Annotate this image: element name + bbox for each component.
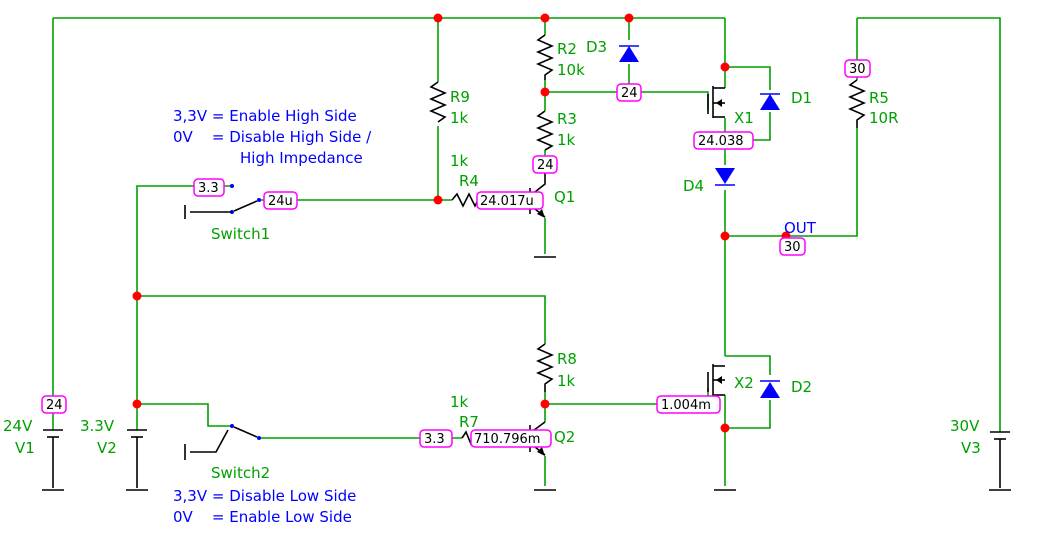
r2-value: 10k [557,61,585,79]
resistor-r9[interactable] [428,81,448,123]
v2-value: 3.3V [80,417,115,435]
r4-value: 1k [450,152,469,170]
probe-tags: 24 24 24 24.038 30 30 3.3 24u [41,59,871,448]
resistor-r2[interactable] [535,34,555,80]
svg-text:710.796m: 710.796m [474,432,540,447]
switch-1[interactable] [184,184,261,219]
d4-name: D4 [683,177,704,195]
probe-v1-top: 24 [41,395,67,414]
probe-switch1-out: 24u [263,191,298,210]
r5-value: 10R [869,109,899,127]
x1-name: X1 [734,109,754,127]
r5-name: R5 [869,89,889,107]
probe-x2-gate: 1.004m [656,395,721,414]
resistor-r8[interactable] [535,343,555,392]
voltage-source-v2[interactable] [127,429,147,488]
svg-text:24: 24 [537,158,554,173]
q1-name: Q1 [554,188,575,206]
diode-d1[interactable] [760,93,780,110]
d2-name: D2 [791,378,812,396]
v1-value: 24V [3,417,33,435]
v3-value: 30V [950,417,980,435]
r9-value: 1k [450,109,469,127]
resistor-r3[interactable] [535,110,555,151]
probe-switch2-out: 3.3 [419,429,453,448]
voltage-source-v1[interactable] [43,429,63,488]
q2-name: Q2 [554,428,575,446]
component-labels: R9 1k R2 10k D3 R3 1k D1 X1 R5 10R 1k R4… [3,38,981,482]
svg-text:30: 30 [784,240,801,255]
r3-value: 1k [557,131,576,149]
note-high-side-2: 0V = Disable High Side / [173,128,372,146]
svg-text:24: 24 [621,86,638,101]
switch1-name: Switch1 [211,225,270,243]
diode-d4[interactable] [715,168,735,186]
probe-q2-base: 710.796m [470,429,552,448]
probe-x1-source: 24.038 [693,131,754,150]
r8-value: 1k [557,372,576,390]
r7-name: R7 [459,413,479,431]
svg-text:24.038: 24.038 [698,134,744,149]
svg-text:24.017u: 24.017u [480,194,534,209]
v3-name: V3 [961,439,981,457]
svg-text:24u: 24u [268,194,293,209]
out-label: OUT [784,219,817,237]
svg-text:3.3: 3.3 [198,181,219,196]
probe-q1-collector: 24 [532,155,558,174]
r4-name: R4 [459,172,479,190]
svg-text:30: 30 [849,62,866,77]
note-low-side-2: 0V = Enable Low Side [173,508,352,526]
probe-r5-top: 30 [844,59,871,78]
ground-symbols [42,256,1011,491]
voltage-source-v3[interactable] [990,431,1010,488]
diode-d3[interactable] [619,45,639,62]
r9-name: R9 [450,88,470,106]
r2-name: R2 [557,40,577,58]
annotation-notes: 3,3V = Enable High Side 0V = Disable Hig… [173,107,372,526]
probe-q1-base: 24.017u [476,191,544,210]
r8-name: R8 [557,350,577,368]
d3-name: D3 [586,38,607,56]
mosfet-x2[interactable] [707,364,725,396]
resistor-r5[interactable] [847,79,867,128]
note-low-side-1: 3,3V = Disable Low Side [173,487,356,505]
mosfet-x1[interactable] [707,86,725,118]
d1-name: D1 [791,89,812,107]
x2-name: X2 [734,374,754,392]
r3-name: R3 [557,110,577,128]
junction-nodes [132,13,791,433]
probe-switch1-in: 3.3 [193,178,225,197]
note-high-side-3: High Impedance [240,149,363,167]
note-high-side-1: 3,3V = Enable High Side [173,107,357,125]
svg-text:3.3: 3.3 [424,432,445,447]
probe-out: 30 [779,237,806,256]
switch-2[interactable] [184,424,261,460]
svg-text:24: 24 [46,398,63,413]
v1-name: V1 [15,439,35,457]
diode-d2[interactable] [760,380,780,398]
svg-text:1.004m: 1.004m [661,398,711,413]
v2-name: V2 [97,439,117,457]
switch2-name: Switch2 [211,464,270,482]
probe-x1-gate: 24 [616,83,642,102]
r7-value: 1k [450,393,469,411]
